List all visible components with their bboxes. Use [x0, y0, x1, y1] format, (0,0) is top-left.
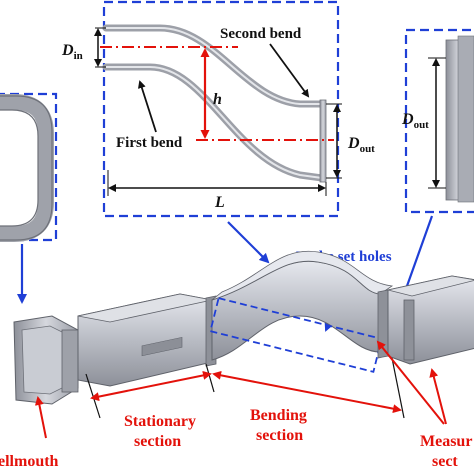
duct-lower-wall: [102, 63, 326, 182]
stationary-span-arrow: [90, 370, 212, 402]
outlet-d-out-label: Dout: [401, 111, 429, 131]
inset-outlet-view: Dout: [401, 28, 474, 214]
side-inset-arrow: [227, 221, 270, 264]
inset-bellmouth-view: [0, 92, 58, 242]
probe-holes-highlight: [209, 297, 383, 373]
second-bend-arrow: [269, 43, 310, 98]
first-bend-arrow: [138, 80, 157, 133]
measuring-red-arrow-2: [429, 368, 447, 425]
l-label: L: [214, 194, 225, 211]
inset-bellmouth-frame: [0, 92, 58, 242]
bending-label-line2: section: [256, 427, 303, 444]
bending-label-line1: Bending: [250, 407, 307, 424]
bellmouth-label: ellmouth: [0, 453, 59, 470]
measuring-label-line2: sect: [432, 453, 458, 470]
d-out-label: Dout: [347, 135, 375, 155]
wind-tunnel-assembly: [13, 250, 474, 405]
measuring-label-line1: Measur: [420, 433, 472, 450]
inset-side-view: h Din Dout Second bend First bend L: [61, 0, 375, 218]
inset-outlet-frame: [404, 28, 474, 214]
stationary-label-line1: Stationary: [124, 413, 196, 430]
stationary-label-line2: section: [134, 433, 181, 450]
second-bend-label: Second bend: [220, 26, 302, 42]
first-bend-label: First bend: [116, 135, 183, 151]
h-label: h: [213, 91, 222, 108]
d-in-label: Din: [61, 42, 83, 62]
measuring-red-arrow-1: [376, 340, 445, 425]
bellmouth-red-arrow: [34, 396, 47, 439]
stationary-window: [141, 336, 183, 357]
bending-span-arrow: [212, 370, 402, 414]
bellmouth-ring: [0, 94, 54, 242]
